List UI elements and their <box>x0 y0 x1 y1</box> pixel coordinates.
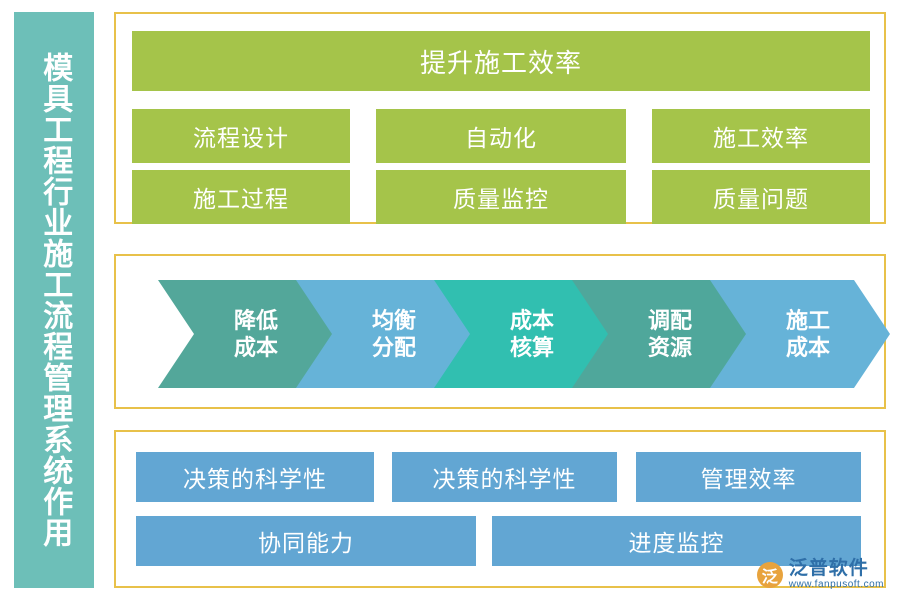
middle-panel: 降低 成本 均衡 分配 成本 核算 调配 资源 施工 成本 <box>114 254 890 409</box>
bottom-panel: 决策的科学性 决策的科学性 管理效率 协同能力 进度监控 <box>114 430 886 588</box>
logo-mark-icon: 泛 <box>756 561 783 588</box>
chevron-step-3-line2: 核算 <box>509 335 554 360</box>
bottom-row1-item-3: 管理效率 <box>636 452 861 502</box>
chevron-step-3-line1: 成本 <box>509 307 554 333</box>
top-row1-item-1: 流程设计 <box>132 109 350 163</box>
top-row2-item-3: 质量问题 <box>652 170 870 224</box>
bottom-row2-item-2: 进度监控 <box>492 516 861 566</box>
chevron-step-5-line1: 施工 <box>785 307 830 333</box>
top-row2-item-2: 质量监控 <box>376 170 626 224</box>
top-row2-item-1: 施工过程 <box>132 170 350 224</box>
logo-wordmark: 泛普软件 www.fanpusoft.com <box>789 559 884 590</box>
chevron-step-4-line2: 资源 <box>647 335 692 360</box>
logo-name-cn: 泛普软件 <box>788 558 869 579</box>
chevron-step-5-line2: 成本 <box>785 335 830 360</box>
chevron-step-4-line1: 调配 <box>647 307 692 333</box>
page-title: 模具工程行业施工流程管理系统作用 <box>38 52 72 548</box>
logo-name-en: www.fanpusoft.com <box>788 579 884 590</box>
brand-logo: 泛 泛普软件 www.fanpusoft.com <box>756 559 884 590</box>
top-header-box: 提升施工效率 <box>132 31 870 91</box>
bottom-row1-item-2: 决策的科学性 <box>392 452 617 502</box>
chevron-step-1-line2: 成本 <box>233 335 278 360</box>
chevron-step-1-line1: 降低 <box>233 307 278 333</box>
bottom-row2-item-1: 协同能力 <box>136 516 476 566</box>
top-panel: 提升施工效率 流程设计 自动化 施工效率 施工过程 质量监控 质量问题 <box>114 12 886 224</box>
chevron-step-2-line1: 均衡 <box>371 307 416 333</box>
top-row1-item-2: 自动化 <box>376 109 626 163</box>
chevron-step-2-line2: 分配 <box>371 335 416 360</box>
top-row1-item-3: 施工效率 <box>652 109 870 163</box>
bottom-row1-item-1: 决策的科学性 <box>136 452 374 502</box>
vertical-title-bar: 模具工程行业施工流程管理系统作用 <box>14 12 94 588</box>
